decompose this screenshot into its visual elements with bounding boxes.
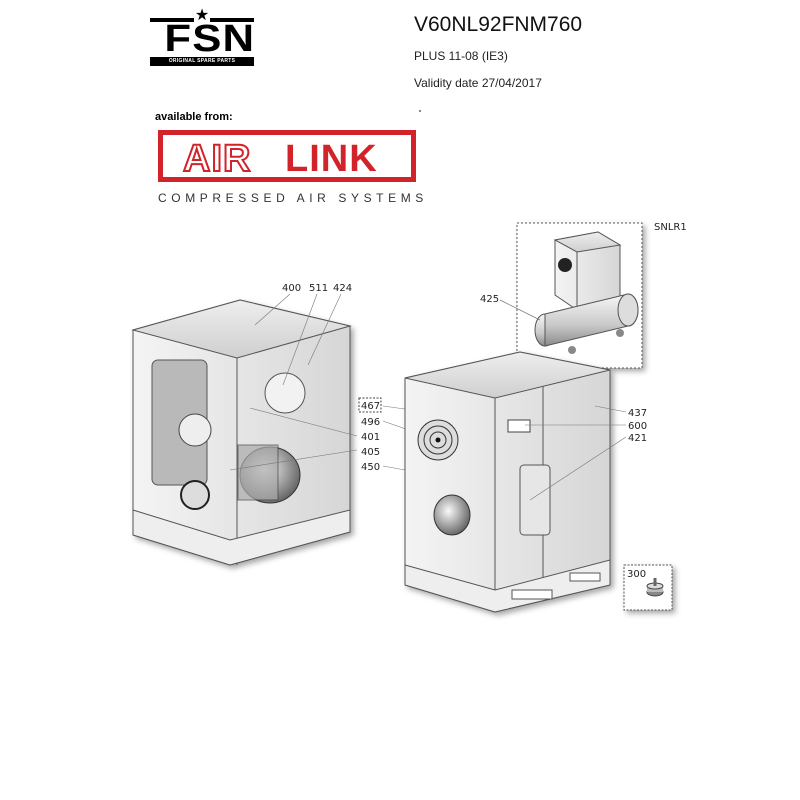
logo-wordmark: FSN [164,18,256,60]
logo-bar [210,18,254,22]
airlink-logo: AIR LINK [158,130,416,182]
svg-text:496: 496 [361,417,380,428]
logo-air: AIR [182,138,252,180]
logo-bar [150,18,194,22]
svg-text:421: 421 [628,433,647,444]
svg-text:437: 437 [628,408,647,419]
model-variant: PLUS 11-08 (IE3) [414,49,508,63]
label-snlr1: SNLR1 [654,222,687,233]
validity-date: Validity date 27/04/2017 [414,76,542,90]
svg-text:401: 401 [361,432,380,443]
svg-text:405: 405 [361,447,380,458]
fsn-logo: ★ FSN ORIGINAL SPARE PARTS [150,7,254,66]
airlink-tagline: COMPRESSED AIR SYSTEMS [158,191,428,205]
available-from-label: available from: [155,111,233,123]
logo-link: LINK [285,138,378,180]
speck [419,110,421,112]
svg-text:600: 600 [628,421,647,432]
star-icon: ★ [194,7,210,24]
svg-text:424: 424 [333,283,352,294]
svg-text:300: 300 [627,569,646,580]
model-code: V60NL92FNM760 [414,13,583,36]
svg-text:467: 467 [361,401,380,412]
tank-compressor-drawing [534,231,639,354]
logo-subtitle: ORIGINAL SPARE PARTS [150,57,254,66]
svg-text:450: 450 [361,462,380,473]
svg-text:511: 511 [309,283,328,294]
svg-text:400: 400 [282,283,301,294]
svg-text:425: 425 [480,294,499,305]
